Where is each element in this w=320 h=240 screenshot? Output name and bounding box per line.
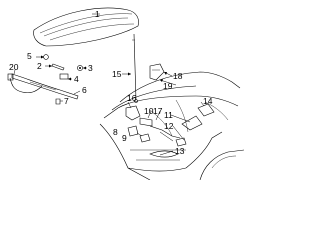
callout-17: 17 [153, 106, 163, 116]
callout-3: 3 [88, 63, 93, 73]
lock-assembly [125, 105, 203, 147]
callout-18: 18 [173, 71, 183, 81]
bumper-stop [197, 103, 215, 117]
callout-20: 20 [9, 62, 19, 72]
callout-12: 12 [164, 121, 174, 131]
leader-lines [13, 13, 205, 156]
callout-8: 8 [113, 127, 118, 137]
callout-labels: 1 2 3 4 5 6 7 8 9 10 11 12 13 14 15 16 1… [9, 9, 213, 156]
hood-hinge [149, 63, 165, 81]
callout-7: 7 [64, 96, 69, 106]
callout-2: 2 [37, 61, 42, 71]
parts-diagram: 1 2 3 4 5 6 7 8 9 10 11 12 13 14 15 16 1… [7, 7, 244, 180]
vehicle-front-body [99, 71, 244, 180]
fasteners-group [43, 54, 83, 105]
callout-5: 5 [27, 51, 32, 61]
latch-icon [59, 73, 69, 80]
callout-16: 16 [127, 93, 137, 103]
callout-13: 13 [175, 146, 185, 156]
callout-11: 11 [164, 110, 173, 120]
callout-6: 6 [82, 85, 87, 95]
bumper-icon [51, 63, 65, 71]
arrow-heads [41, 55, 167, 82]
callout-1: 1 [95, 9, 100, 19]
hood-components-illustration: 1 2 3 4 5 6 7 8 9 10 11 12 13 14 15 16 1… [7, 7, 244, 180]
callout-19: 19 [163, 81, 173, 91]
callout-4: 4 [74, 74, 79, 84]
screw-icon [55, 98, 61, 105]
hood-seal-strip [11, 73, 79, 100]
clip-icon [43, 54, 49, 60]
hood-support-rod [132, 33, 138, 103]
hood-panel [33, 7, 139, 47]
callout-9: 9 [122, 133, 127, 143]
release-cable [7, 73, 43, 94]
callout-14: 14 [203, 96, 213, 106]
callout-15: 15 [112, 69, 122, 79]
callout-10: 10 [144, 106, 154, 116]
bolt-icon [77, 65, 83, 71]
